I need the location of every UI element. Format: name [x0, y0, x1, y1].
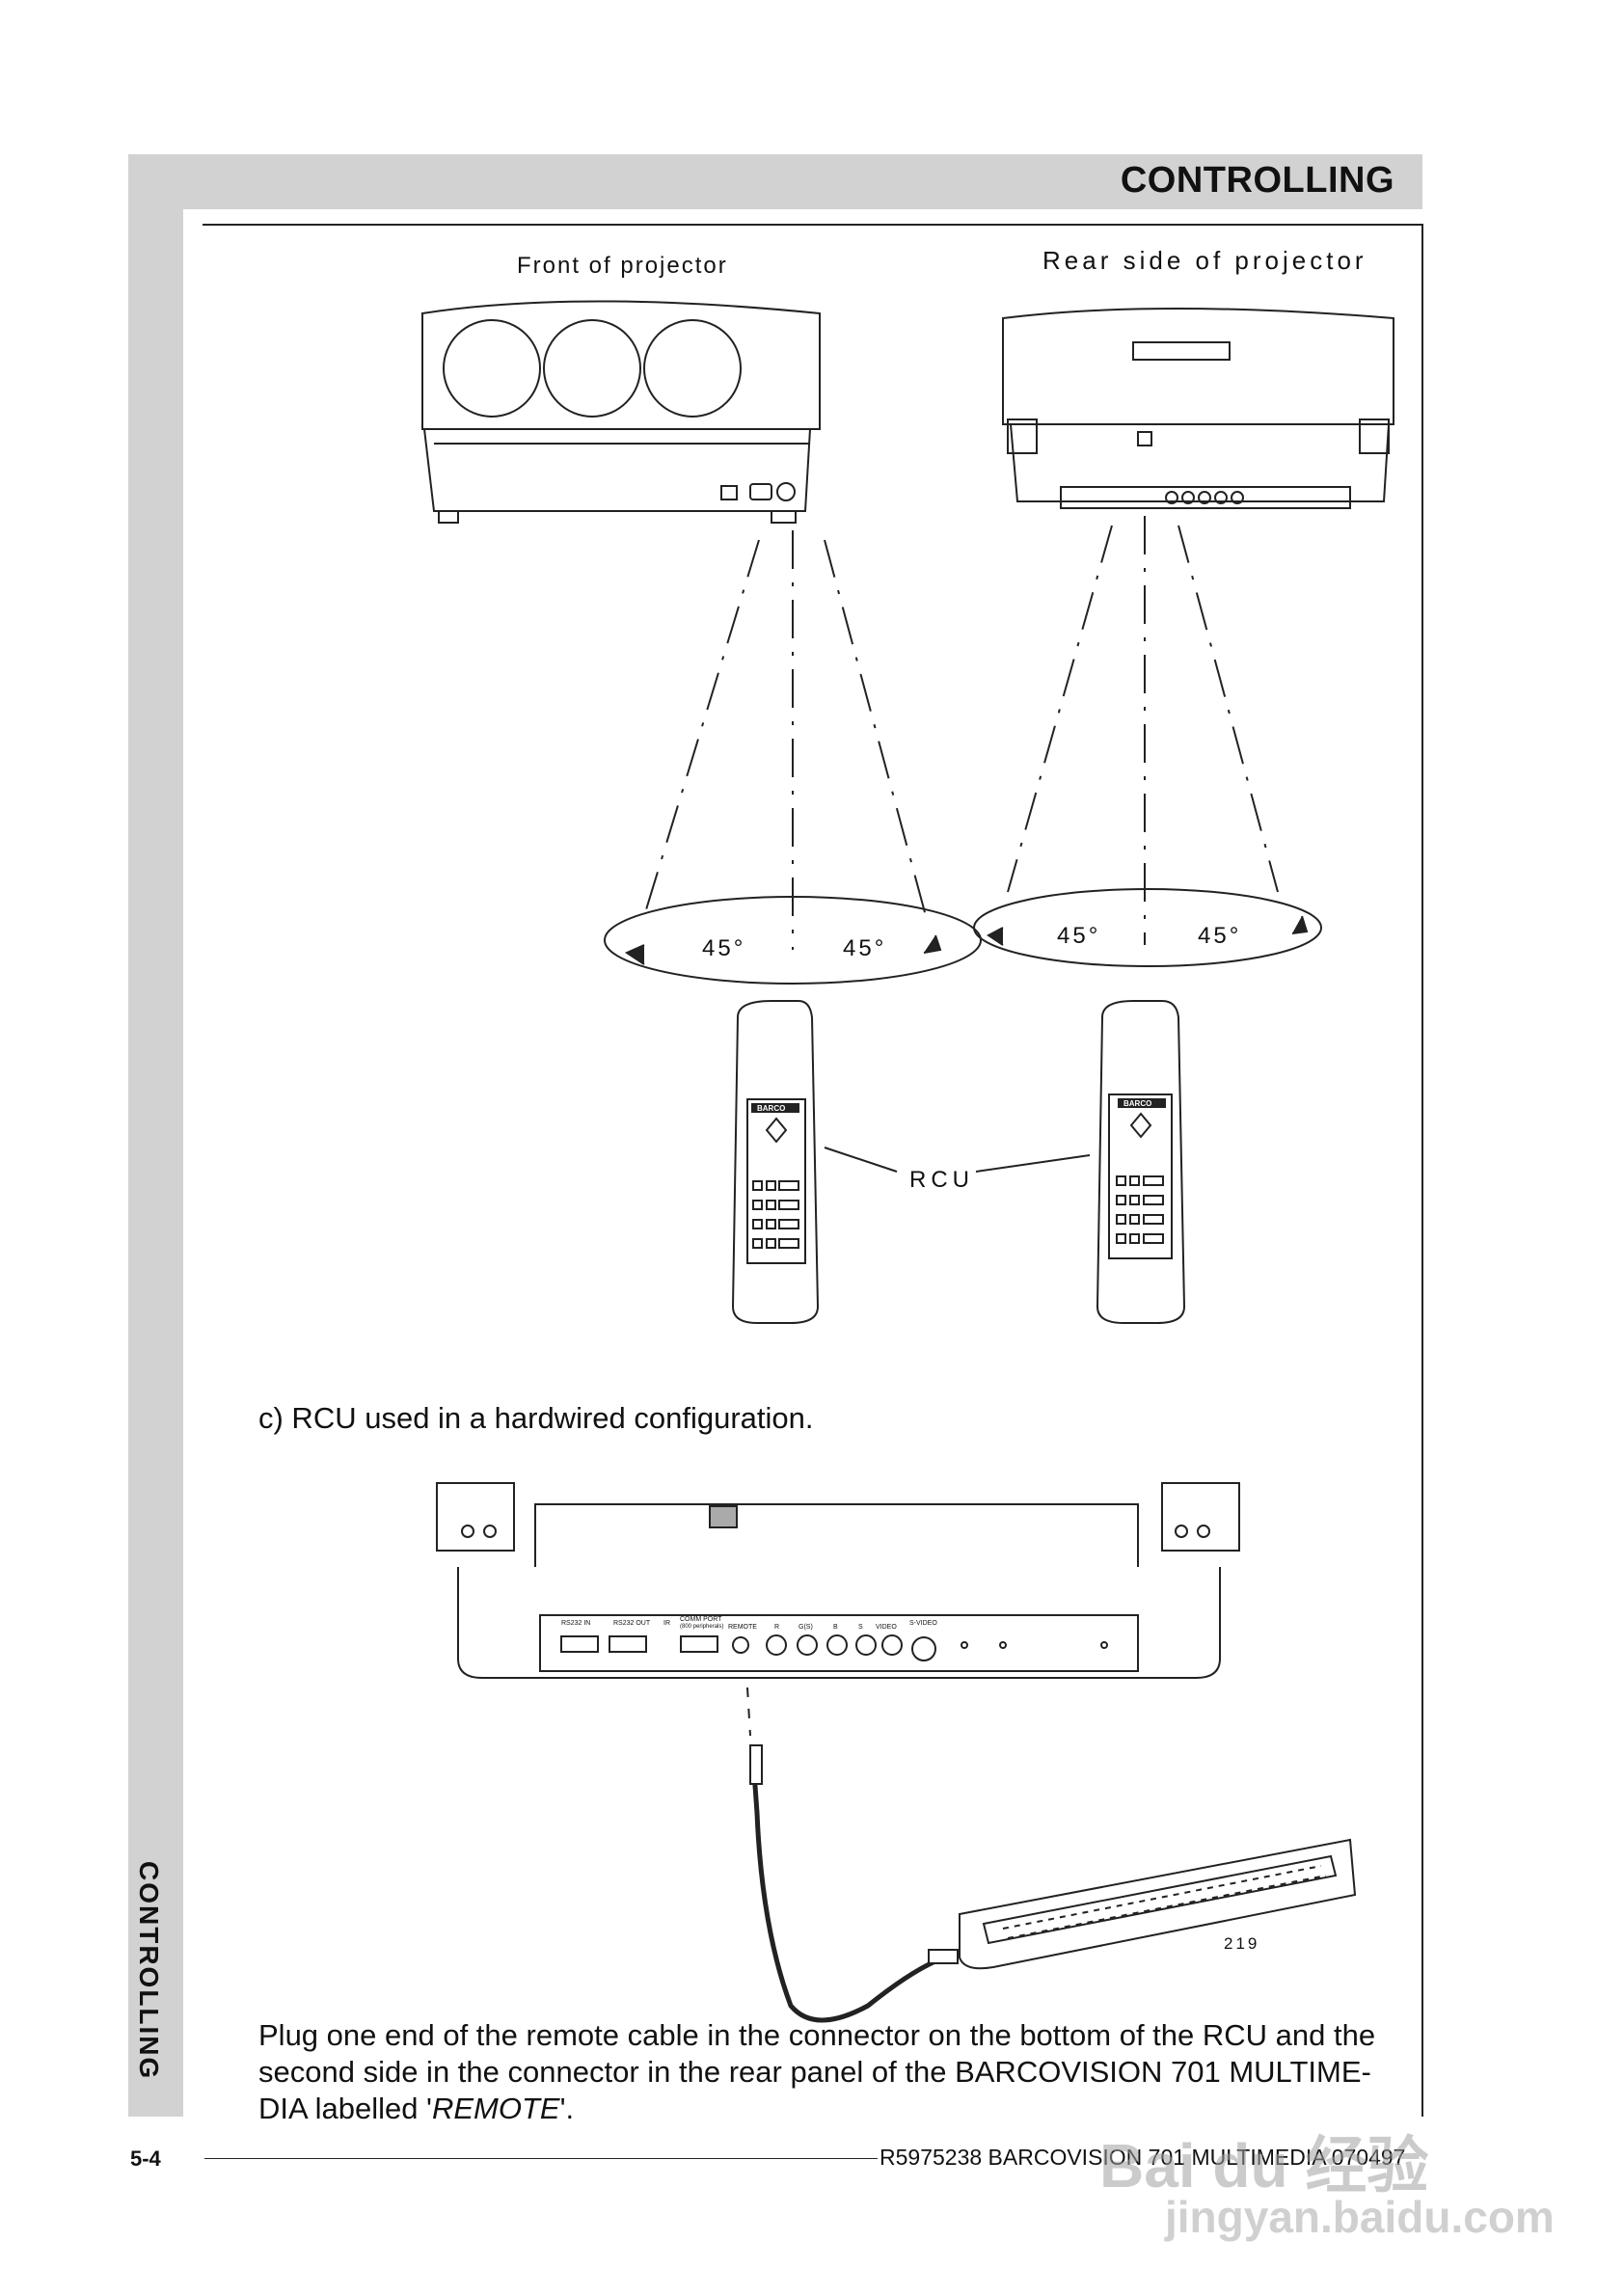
- rcu-right-illustration: [975, 1000, 1186, 1324]
- angle-label-rear-left: 45°: [1057, 923, 1101, 949]
- rear-projector-caption: Rear side of projector: [1042, 246, 1367, 275]
- rcu-label: RCU: [909, 1167, 974, 1193]
- panel-label-peripherals: (800 peripherals): [680, 1624, 724, 1630]
- panel-label-r: R: [774, 1624, 780, 1631]
- watermark-brand: Bai du 经验: [1099, 2131, 1429, 2200]
- panel-label-gs: G(S): [798, 1624, 813, 1631]
- angle-label-front-right: 45°: [843, 935, 887, 961]
- rcu-left-illustration: [731, 1000, 898, 1324]
- rear-projector-illustration: [973, 308, 1394, 967]
- panel-label-video: VIDEO: [876, 1624, 897, 1631]
- panel-label-ir: IR: [663, 1620, 670, 1627]
- body-text-part1: Plug one end of the remote cable in the …: [258, 2018, 1376, 2125]
- front-projector-caption: Front of projector: [517, 253, 728, 279]
- header-band: [128, 154, 1422, 209]
- page-title: CONTROLLING: [1120, 160, 1394, 201]
- footer-rule: [204, 2158, 878, 2159]
- panel-label-rs232-out: RS232 OUT: [613, 1620, 651, 1627]
- panel-label-s-video: S-VIDEO: [909, 1620, 937, 1627]
- panel-label-rs232-in: RS232 IN: [561, 1620, 591, 1627]
- footer-document-reference: R5975238 BARCOVISION 701 MULTIMEDIA 0704…: [880, 2145, 1406, 2170]
- rear-panel-illustration: [436, 1482, 1357, 2023]
- body-text-part2: '.: [559, 2092, 575, 2125]
- body-text-emphasis: REMOTE: [431, 2092, 560, 2125]
- page-number: 5-4: [130, 2146, 161, 2171]
- body-paragraph: Plug one end of the remote cable in the …: [258, 2017, 1406, 2127]
- remote-brand-right: BARCO: [1123, 1099, 1152, 1108]
- panel-label-comm-port: COMM PORT: [680, 1616, 722, 1623]
- panel-label-remote: REMOTE: [728, 1624, 757, 1631]
- content-frame: [203, 224, 1423, 2117]
- panel-label-b: B: [833, 1624, 838, 1631]
- remote-brand-left: BARCO: [757, 1104, 786, 1113]
- figure-number: 219: [1224, 1934, 1260, 1953]
- section-heading: c) RCU used in a hardwired configuration…: [258, 1401, 814, 1435]
- panel-label-s: S: [858, 1624, 863, 1631]
- angle-label-rear-right: 45°: [1198, 923, 1242, 949]
- watermark-url: jingyan.baidu.com: [1165, 2192, 1555, 2242]
- sidebar-band: [128, 154, 183, 2117]
- angle-label-front-left: 45°: [702, 935, 746, 961]
- front-projector-illustration: [421, 300, 982, 985]
